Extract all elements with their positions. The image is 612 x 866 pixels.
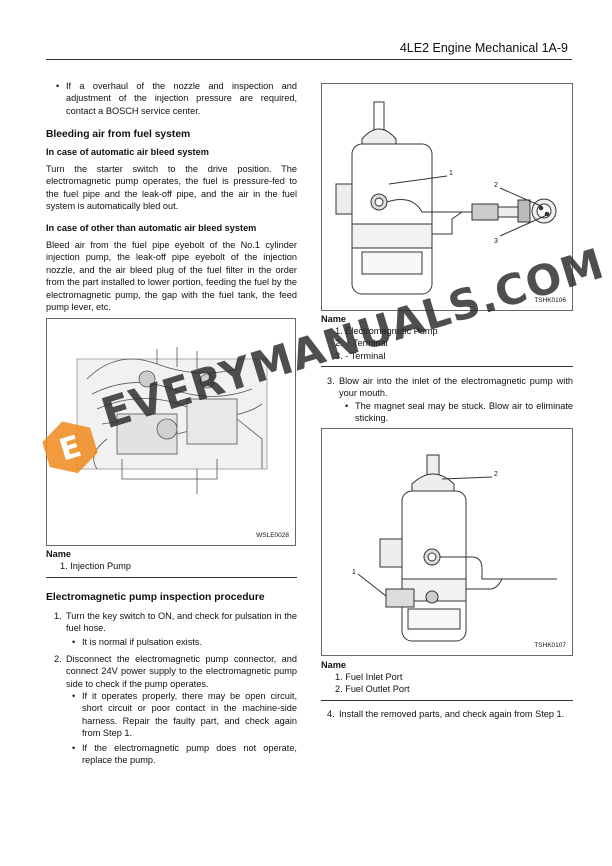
page-header-title: 4LE2 Engine Mechanical 1A-9 [399, 41, 568, 55]
step-text: Turn the key switch to ON, and check for… [66, 611, 297, 634]
step-2: 2. Disconnect the electromagnetic pump c… [54, 653, 297, 690]
step-3: 3. Blow air into the inlet of the electr… [327, 375, 573, 400]
name-item: 1. Electromagnetic Pump [335, 326, 438, 336]
name-item: 3. - Terminal [335, 350, 386, 361]
step-4: 4. Install the removed parts, and check … [327, 708, 573, 720]
name-item: 2. + Terminal [335, 338, 388, 349]
note-text: If it operates properly, there may be op… [82, 691, 297, 739]
step-number: 3. [327, 376, 335, 386]
step-1-note: •It is normal if pulsation exists. [72, 637, 202, 647]
section-rule [321, 366, 573, 367]
step-text: Disconnect the electromagnetic pump conn… [66, 654, 297, 689]
step-text: Blow air into the inlet of the electroma… [339, 376, 573, 399]
callout-1: 1 [449, 170, 453, 177]
electromagnetic-pump-figure: 1 2 3 TSHK0106 [321, 83, 573, 311]
injection-pump-illustration [76, 347, 268, 494]
step-1: 1. Turn the key switch to ON, and check … [54, 610, 297, 635]
step-number: 4. [327, 709, 335, 719]
step-number: 2. [54, 654, 62, 664]
name-label: Name [321, 314, 347, 324]
callout-3: 3 [494, 238, 498, 245]
intro-bullet: If a overhaul of the nozzle and inspecti… [46, 80, 297, 117]
figure-code: WSLE0028 [256, 531, 289, 539]
pump-port-illustration [357, 454, 557, 642]
step-2-note-1: •If it operates properly, there may be o… [72, 691, 297, 739]
name-item: 2. Fuel Outlet Port [335, 684, 410, 695]
step-3-note: •The magnet seal may be stuck. Blow air … [345, 401, 573, 424]
electromagnetic-pump-illustration [335, 101, 557, 295]
name-label: Name [321, 660, 347, 670]
name-label: Name [46, 549, 72, 559]
manual-bleed-text: Bleed air from the fuel pipe eyebolt of … [46, 240, 297, 313]
section-rule [321, 700, 573, 701]
manual-bleed-heading: In case of other than automatic air blee… [46, 223, 257, 233]
note-text: It is normal if pulsation exists. [82, 637, 202, 647]
callout-1: 1 [352, 569, 356, 576]
name-list: 1. Fuel Inlet Port 2. Fuel Outlet Port [321, 671, 410, 696]
auto-bleed-heading: In case of automatic air bleed system [46, 147, 209, 157]
figure-code: TSHK0106 [534, 296, 566, 304]
step-text: Install the removed parts, and check aga… [339, 709, 565, 719]
pump-port-figure: 1 2 TSHK0107 [321, 428, 573, 656]
callout-2: 2 [494, 471, 498, 478]
name-item: 1. Injection Pump [60, 561, 131, 571]
note-text: The magnet seal may be stuck. Blow air t… [355, 401, 573, 424]
step-number: 1. [54, 611, 62, 621]
bleed-heading: Bleeding air from fuel system [46, 129, 191, 140]
name-list: 1. Electromagnetic Pump 2. + Terminal 3.… [321, 325, 438, 362]
inspect-heading: Electromagnetic pump inspection procedur… [46, 592, 265, 603]
name-item: 1. Fuel Inlet Port [335, 672, 403, 682]
section-rule [46, 577, 297, 578]
note-text: If the electromagnetic pump does not ope… [82, 743, 297, 766]
callout-2: 2 [494, 182, 498, 189]
figure-code: TSHK0107 [534, 641, 566, 649]
auto-bleed-text: Turn the starter switch to the drive pos… [46, 164, 297, 212]
injection-pump-figure: WSLE0028 [46, 318, 296, 546]
step-2-note-2: •If the electromagnetic pump does not op… [72, 743, 297, 766]
name-list: 1. Injection Pump [46, 560, 131, 572]
header-rule [46, 59, 572, 60]
